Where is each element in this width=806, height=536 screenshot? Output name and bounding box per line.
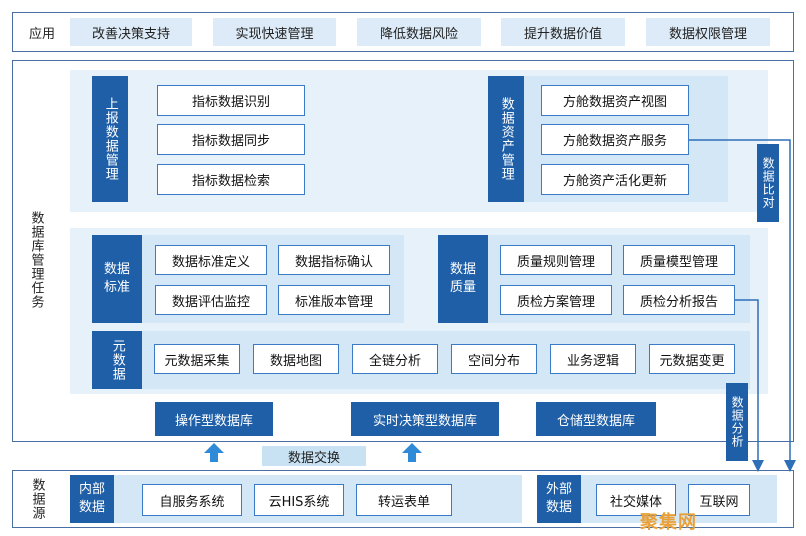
metadata-item-logic: 业务逻辑 [550, 344, 636, 374]
arrow-up-left [204, 443, 224, 462]
asset-item-view: 方舱数据资产视图 [541, 85, 689, 116]
standard-item-monitor: 数据评估监控 [155, 285, 267, 315]
application-label: 应用 [28, 26, 55, 42]
db-operational: 操作型数据库 [155, 402, 273, 436]
asset-mgmt-title: 数据资产管理 [488, 76, 524, 202]
db-warehouse: 仓储型数据库 [536, 402, 656, 436]
quality-title: 数据质量 [438, 235, 488, 323]
standard-title: 数据标准 [92, 235, 142, 323]
standard-item-version: 标准版本管理 [278, 285, 390, 315]
quality-item-plan: 质检方案管理 [500, 285, 612, 315]
standard-item-define: 数据标准定义 [155, 245, 267, 275]
metadata-bg [142, 331, 750, 389]
external-title: 外部数据 [537, 475, 581, 523]
quality-title-text: 数据质量 [449, 262, 476, 295]
report-item-identify: 指标数据识别 [157, 85, 305, 116]
asset-item-update: 方舱资产活化更新 [541, 164, 689, 195]
metadata-item-lineage: 全链分析 [352, 344, 438, 374]
app-item-decision: 改善决策支持 [70, 18, 192, 46]
exchange-bar [262, 446, 366, 466]
internal-item-transfer-form: 转运表单 [356, 484, 452, 516]
quality-item-report: 质检分析报告 [623, 285, 735, 315]
asset-item-service: 方舱数据资产服务 [541, 124, 689, 155]
metadata-item-spatial: 空间分布 [451, 344, 537, 374]
internal-item-cloud-his: 云HIS系统 [254, 484, 344, 516]
internal-title-text: 内部数据 [78, 482, 105, 515]
standard-item-confirm: 数据指标确认 [278, 245, 390, 275]
external-item-social-media: 社交媒体 [596, 484, 676, 516]
db-realtime-decision: 实时决策型数据库 [351, 402, 499, 436]
quality-item-rules: 质量规则管理 [500, 245, 612, 275]
internal-item-self-service: 自服务系统 [142, 484, 242, 516]
tasks-side-label: 数据库管理任务 [28, 211, 44, 309]
metadata-item-map: 数据地图 [253, 344, 339, 374]
arrow-up-right [402, 443, 422, 462]
report-item-search: 指标数据检索 [157, 164, 305, 195]
metadata-item-change: 元数据变更 [649, 344, 735, 374]
sources-side-label: 数据源 [29, 478, 45, 520]
data-analysis-label: 数据分析 [726, 383, 748, 461]
app-item-permission: 数据权限管理 [646, 18, 770, 46]
watermark-logo: 聚集网 [640, 512, 697, 533]
internal-title: 内部数据 [70, 475, 114, 523]
app-item-reduce-risk: 降低数据风险 [357, 18, 481, 46]
exchange-label: 数据交换 [287, 450, 340, 466]
external-title-text: 外部数据 [545, 482, 572, 515]
standard-title-text: 数据标准 [103, 262, 130, 295]
report-mgmt-title: 上报数据管理 [92, 76, 128, 202]
metadata-title: 元数据 [92, 331, 142, 389]
app-item-fast-management: 实现快速管理 [213, 18, 336, 46]
quality-item-model: 质量模型管理 [623, 245, 735, 275]
report-item-sync: 指标数据同步 [157, 124, 305, 155]
app-item-increase-value: 提升数据价值 [501, 18, 625, 46]
data-compare-label: 数据比对 [757, 144, 779, 222]
metadata-item-collect: 元数据采集 [154, 344, 240, 374]
external-item-internet: 互联网 [688, 484, 750, 516]
